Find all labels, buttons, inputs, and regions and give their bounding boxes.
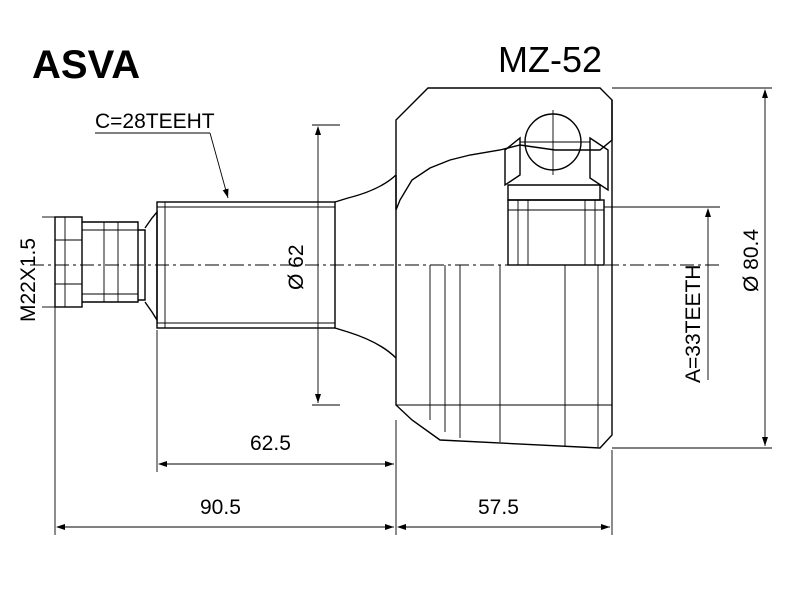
thread-dimension: M22X1.5 (17, 216, 55, 322)
outer-diameter-label: Ø 80.4 (740, 229, 763, 292)
inner-race (504, 110, 609, 266)
threaded-end (54, 216, 139, 308)
thread-label: M22X1.5 (17, 238, 40, 322)
brand-title: ASVA (32, 43, 140, 87)
shaft-length-dimension: 62.5 (156, 330, 397, 472)
spline-callout: C=28TEEHT (95, 110, 229, 199)
internal-teeth-dimension: A=33TEETH (604, 206, 720, 383)
shaft-diameter-label: Ø 62 (285, 244, 308, 290)
spline-teeth-label: C=28TEEHT (95, 110, 215, 133)
shaft (138, 174, 397, 359)
part-number: MZ-52 (498, 39, 602, 80)
outer-diameter-dimension: Ø 80.4 (612, 87, 772, 449)
shaft-length-label: 62.5 (250, 432, 291, 455)
internal-teeth-label: A=33TEETH (682, 265, 705, 383)
housing-length-label: 57.5 (478, 496, 519, 519)
left-length-label: 90.5 (200, 496, 241, 519)
shaft-diameter-dimension: Ø 62 (285, 124, 340, 406)
overall-length-dimension: 90.5 57.5 (54, 307, 613, 535)
